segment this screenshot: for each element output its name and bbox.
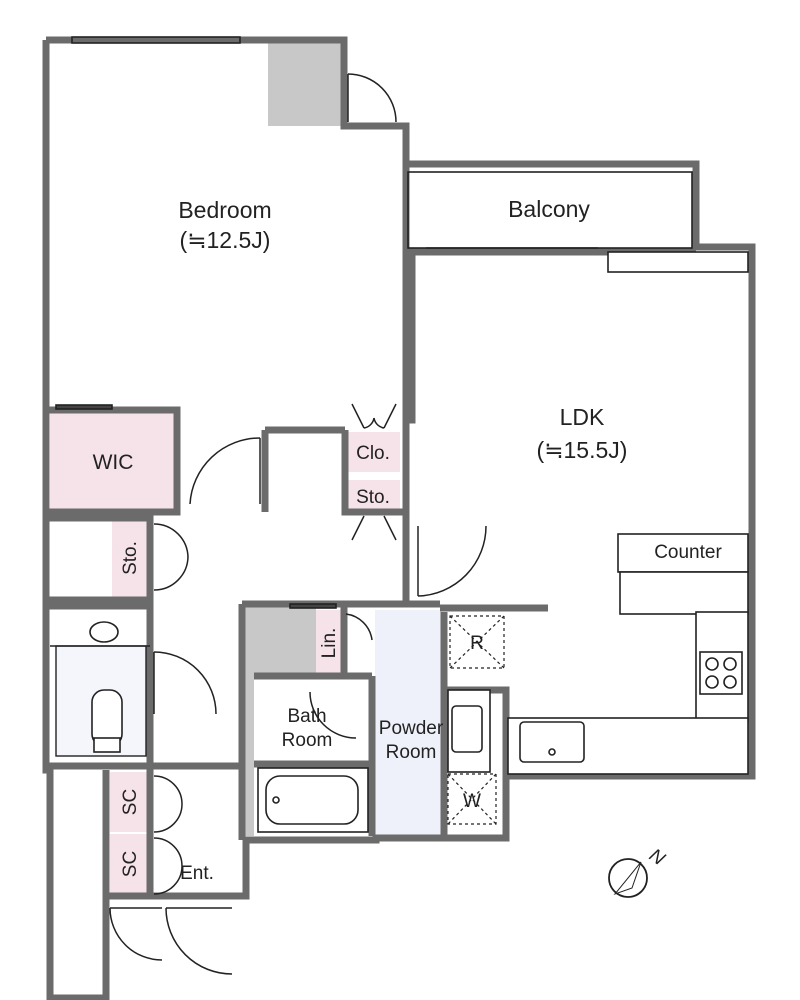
cooktop [699, 651, 743, 695]
wic-label: WIC [93, 451, 134, 474]
storage-west-label: Sto. [120, 541, 141, 575]
compass-north-label: N [645, 845, 669, 870]
linen-fill [316, 610, 342, 676]
closet-fill [347, 432, 400, 472]
wic-fill [50, 410, 177, 510]
compass: N [608, 845, 669, 898]
kitchen-counter [507, 533, 749, 775]
closet-label: Clo. [356, 443, 390, 464]
counter-label: Counter [654, 542, 722, 563]
bathtub [257, 767, 369, 833]
ldk-label: LDK [560, 404, 605, 430]
windows [55, 36, 749, 609]
interior-walls [46, 164, 696, 998]
refrigerator-space [449, 615, 505, 669]
storage-west-fill [112, 518, 148, 598]
bath-label-1: Bath [287, 706, 326, 727]
shoe-closet-2-fill [110, 834, 150, 894]
powder-room-fill [375, 610, 443, 838]
shaft-bath [242, 606, 316, 836]
bath-label-2: Room [282, 730, 333, 751]
washer-space [447, 773, 497, 825]
shoe-closet-1-label: SC [120, 789, 141, 815]
doors [109, 73, 487, 975]
linen-label: Lin. [319, 628, 340, 659]
storage-hall-fill [347, 480, 400, 512]
storage-hall-label: Sto. [356, 487, 390, 508]
entrance-label: Ent. [180, 863, 214, 884]
ldk-size: (≒15.5J) [537, 437, 628, 463]
powder-vanity [447, 689, 491, 773]
balcony-label: Balcony [508, 196, 590, 222]
powder-label-1: Powder [379, 718, 444, 739]
shoe-closet-2-label: SC [120, 851, 141, 877]
outer-wall [42, 36, 756, 1000]
shoe-closet-1-fill [110, 772, 150, 832]
toilet-washbasin [50, 621, 150, 647]
shaft-bedroom [268, 42, 344, 126]
powder-label-2: Room [386, 742, 437, 763]
washer-label: W [463, 791, 481, 812]
toilet [55, 645, 147, 757]
bedroom-size: (≒12.5J) [180, 227, 271, 253]
bedroom-label: Bedroom [178, 197, 271, 223]
refrigerator-label: R [470, 633, 484, 654]
